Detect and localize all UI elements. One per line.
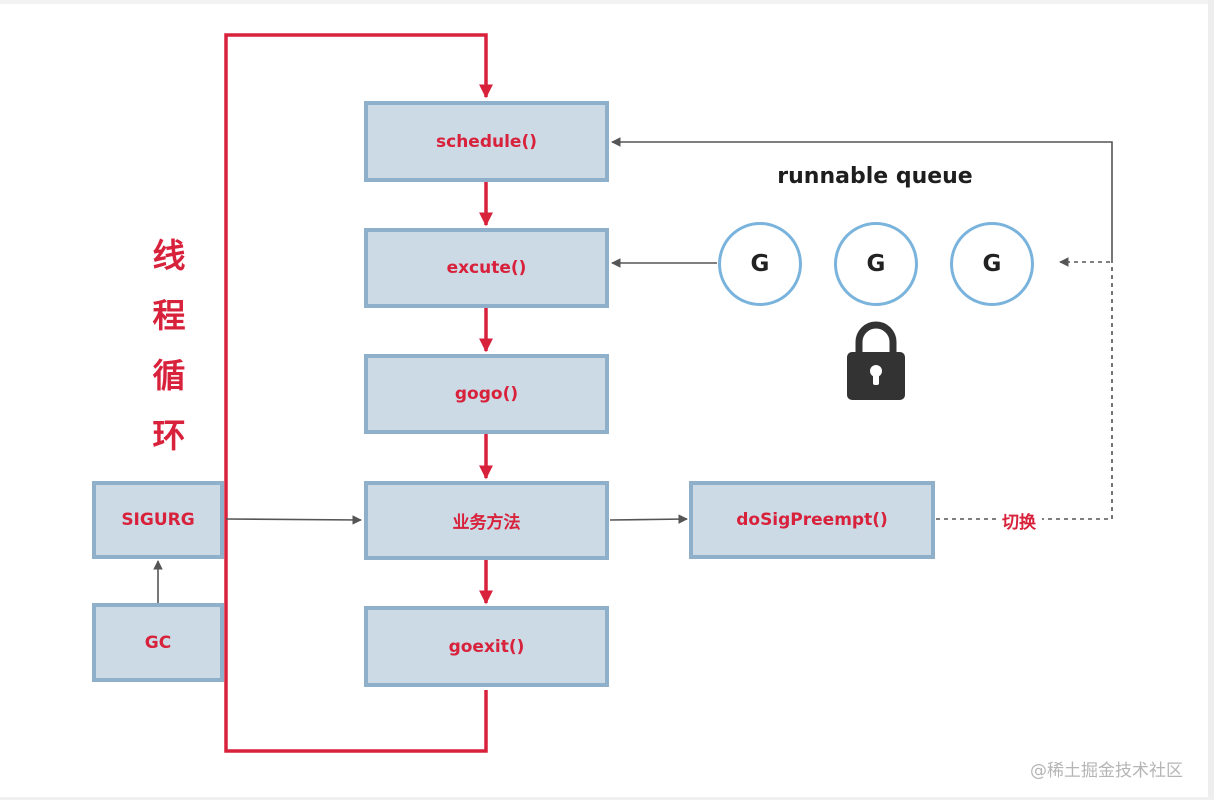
- business-method-box: 业务方法: [364, 481, 609, 560]
- switch-label: 切换: [996, 508, 1042, 533]
- thread-loop-line: [224, 33, 493, 753]
- dosigpreempt-label: doSigPreempt(): [736, 510, 888, 530]
- thread-loop-char: 程: [152, 296, 186, 335]
- gogo-box: gogo(): [364, 354, 609, 434]
- thread-loop-label: 线 程 循 环: [146, 236, 192, 456]
- goroutine-circle: G: [950, 222, 1034, 306]
- schedule-label: schedule(): [436, 131, 537, 152]
- goexit-box: goexit(): [364, 606, 609, 687]
- schedule-box: schedule(): [364, 101, 609, 182]
- lock-icon: [847, 321, 905, 400]
- arrow-return-to-schedule: [611, 137, 1113, 262]
- arrow-sigurg-to-business: [225, 515, 362, 525]
- sigurg-box: SIGURG: [92, 481, 224, 559]
- goroutine-label: G: [866, 251, 886, 277]
- bottom-border: [0, 797, 1214, 800]
- thread-loop-char: 环: [152, 416, 186, 455]
- goroutine-label: G: [982, 251, 1002, 277]
- watermark: @稀土掘金技术社区: [1030, 761, 1183, 781]
- thread-loop-char: 线: [152, 236, 186, 275]
- goroutine-circle: G: [718, 222, 802, 306]
- dosigpreempt-box: doSigPreempt(): [689, 481, 935, 559]
- gogo-label: gogo(): [454, 384, 519, 404]
- sigurg-label: SIGURG: [121, 510, 195, 530]
- goroutine-label: G: [750, 251, 770, 277]
- business-method-label: 业务方法: [452, 513, 521, 533]
- runnable-queue-title: runnable queue: [777, 164, 973, 189]
- right-border: [1208, 0, 1214, 800]
- thread-loop-char: 循: [152, 356, 186, 395]
- arrow-business-to-dosigpreempt: [609, 514, 688, 524]
- excute-box: excute(): [364, 228, 609, 308]
- gc-box: GC: [92, 603, 224, 682]
- excute-label: excute(): [446, 258, 527, 278]
- switch-dashed-line: [936, 262, 1113, 520]
- gc-label: GC: [144, 632, 172, 653]
- top-border: [0, 0, 1214, 4]
- goroutine-circle: G: [834, 222, 918, 306]
- goexit-label: goexit(): [448, 636, 525, 657]
